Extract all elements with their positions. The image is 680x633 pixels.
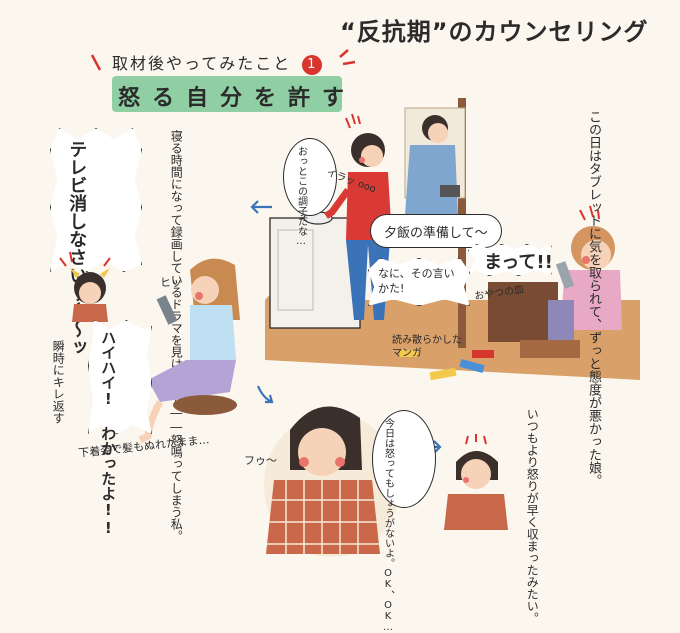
daughter-speech: まって!! [484, 252, 553, 273]
blue-arrow-icon [250, 200, 442, 454]
tv-scene [59, 251, 240, 444]
calm-mom-shirt [266, 480, 380, 554]
tablet [555, 261, 575, 289]
mom-thought-bubble [283, 138, 337, 216]
calm-scene [264, 406, 508, 557]
daughter-top [560, 270, 622, 330]
subtitle: 取材後やってみたこと 1 [112, 50, 323, 75]
calm-thought-bubble [372, 410, 436, 508]
dinner-speech-bubble [370, 214, 502, 248]
calm-narration: いつもより怒りが早く収まったみたい。 [525, 408, 540, 624]
retort-bubble [368, 258, 470, 306]
manga-label: 読み散らかしたマンガ [392, 335, 462, 359]
mom-retort: なに、その言いかた! [378, 267, 455, 296]
daughter-camisole [190, 305, 236, 360]
heading-box [112, 76, 342, 112]
manga-book [429, 367, 457, 381]
calm-mom-sfx: フゥ〜 [244, 454, 277, 467]
calm-mom-thought: 今日は怒ってもしょうがないよ。OK、OK… [381, 418, 395, 633]
red-anger-icon [345, 113, 600, 221]
daughter-sfx: ヒッ [160, 276, 182, 289]
step-number-badge: 1 [302, 54, 323, 75]
mom-speech: 夕飯の準備して〜 [384, 226, 488, 241]
mom-thought: おっとこの調子だな… [295, 146, 307, 247]
subtitle-text: 取材後やってみたこと [112, 54, 292, 73]
tablet-tv [156, 295, 178, 325]
heading: 怒る自分を許す [118, 86, 357, 111]
dad-shirt [405, 145, 458, 215]
tv-side-note: 瞬時にキレ返す [51, 340, 66, 424]
stool [173, 395, 237, 415]
series-title: “反抗期”のカウンセリング [340, 18, 649, 46]
